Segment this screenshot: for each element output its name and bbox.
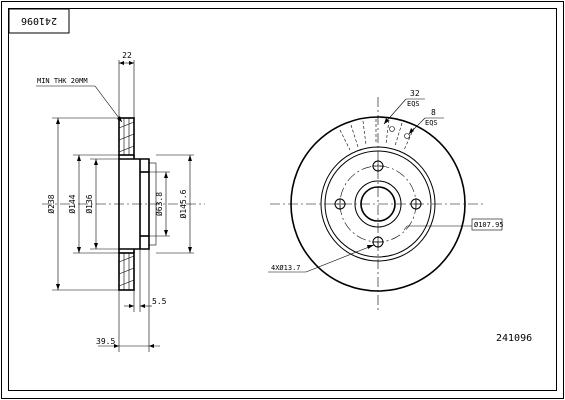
dim-outer-dia: Ø238 <box>46 194 56 213</box>
disc-outer-edge <box>290 116 466 292</box>
friction-ring-top <box>118 117 135 156</box>
drilled-holes <box>389 126 410 139</box>
dim-offset: 5.5 <box>152 297 167 306</box>
dim-thickness: 22 <box>122 51 132 60</box>
dim-hat-dia: Ø144 <box>67 194 77 213</box>
holes-label: EQS <box>425 119 438 127</box>
dim-hub-dia: Ø136 <box>84 194 94 213</box>
side-view: Ø238 Ø144 Ø136 Ø63.8 Ø145.6 <box>36 51 205 352</box>
part-number-box-text: 241096 <box>21 15 57 26</box>
bolt-holes-note: 4XØ13.7 <box>271 264 301 272</box>
hub-ring <box>354 180 402 228</box>
vanes-count: 32 <box>410 89 420 98</box>
dim-total-height: 39.5 <box>96 337 115 346</box>
friction-ring-bottom <box>118 252 135 291</box>
front-view: 32 EQS 8 EQS 4XØ13.7 Ø107.95 <box>268 89 504 312</box>
part-number-bottom: 241096 <box>496 333 532 344</box>
center-bore <box>360 186 396 222</box>
dim-hub-outer: Ø145.6 <box>178 189 188 218</box>
disc-inner-band <box>320 146 436 262</box>
note-min-thickness: MIN THK 20MM <box>37 77 88 85</box>
vane-indications <box>339 119 415 151</box>
vanes-label: EQS <box>407 100 420 108</box>
dim-center-bore: Ø63.8 <box>154 192 164 216</box>
pcd-note: Ø107.95 <box>474 221 504 229</box>
holes-count: 8 <box>431 108 436 117</box>
part-number-box: 241096 <box>8 8 70 34</box>
hat-section <box>118 155 150 253</box>
hat-outer <box>324 150 432 258</box>
drawing-frame-inner <box>8 8 557 391</box>
